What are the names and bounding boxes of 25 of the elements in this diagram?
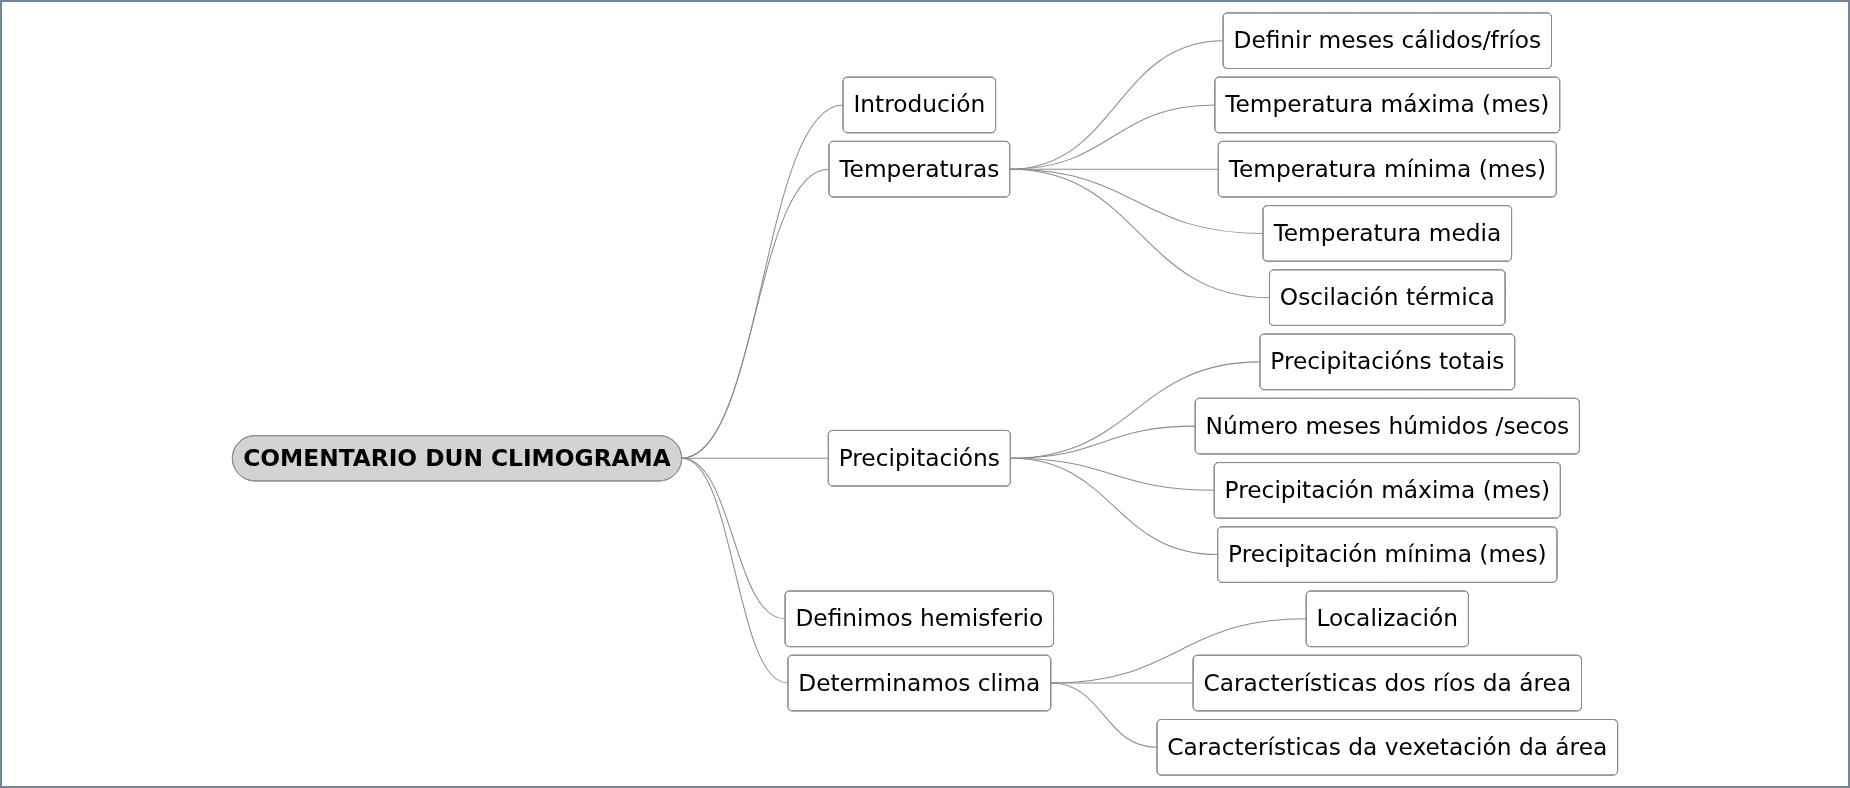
topic-box: Temperatura media — [1262, 205, 1512, 262]
topic-box: Definir meses cálidos/fríos — [1222, 12, 1552, 69]
topic-box: Localización — [1305, 590, 1469, 648]
connector-line — [1050, 682, 1194, 684]
topic-box: Temperatura mínima (mes) — [1217, 140, 1557, 198]
topic-box: Características dos ríos da área — [1192, 654, 1582, 712]
topic-box: Precipitacións totais — [1259, 333, 1516, 391]
topic-box: Precipitación mínima (mes) — [1217, 526, 1558, 583]
topic-box: Oscilación térmica — [1269, 269, 1506, 326]
topic-box: Determinamos clima — [787, 654, 1052, 712]
central-topic-ellipse: COMENTARIO DUN CLIMOGRAMA — [231, 435, 683, 482]
connector-line — [1050, 682, 1158, 748]
topic-box: Temperaturas — [828, 140, 1011, 198]
topic-box: Número meses húmidos /secos — [1194, 397, 1580, 455]
connector-line — [1009, 457, 1219, 556]
topic-box: Introdución — [842, 76, 996, 134]
topic-box: Características da vexetación da área — [1156, 719, 1619, 776]
topic-box: Definimos hemisferio — [784, 590, 1054, 648]
topic-box: Precipitación máxima (mes) — [1213, 462, 1561, 519]
connector-line — [681, 457, 789, 684]
connector-line — [681, 168, 830, 459]
topic-box: Precipitacións — [827, 430, 1011, 487]
connector-line — [1009, 168, 1270, 299]
topic-box: Temperatura máxima (mes) — [1214, 76, 1561, 134]
connector-line — [1009, 104, 1216, 170]
